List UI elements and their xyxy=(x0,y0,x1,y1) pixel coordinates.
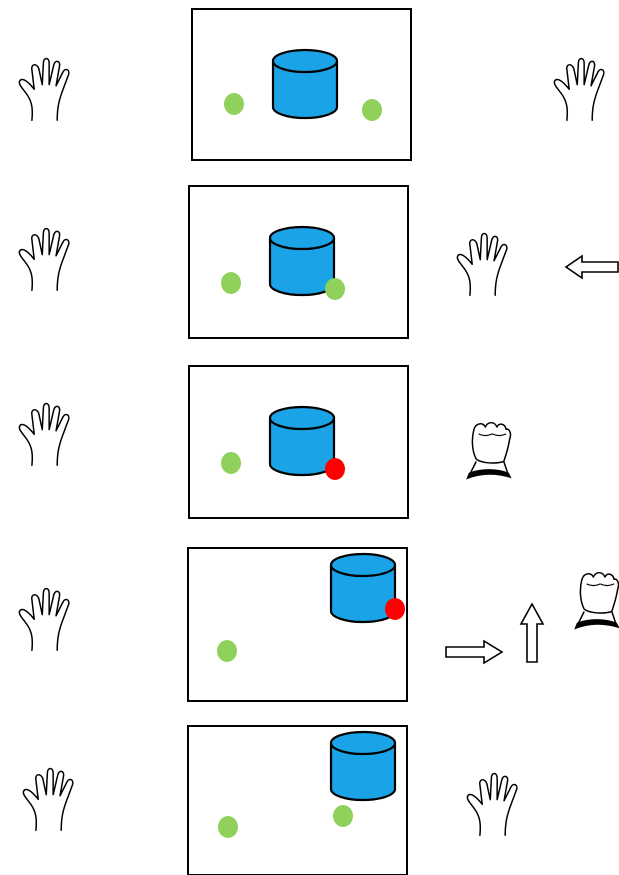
arrow-left-icon xyxy=(564,254,619,280)
left-hand-step-3 xyxy=(18,402,70,467)
panel-step-4 xyxy=(187,547,408,702)
right-hand-step-3 xyxy=(466,421,512,480)
marker-left xyxy=(218,816,238,838)
right-hand-step-1 xyxy=(553,57,605,122)
open-hand-icon xyxy=(456,232,508,297)
closed-fist-icon xyxy=(466,421,512,480)
marker-left xyxy=(224,93,244,115)
open-hand-icon xyxy=(18,227,70,292)
cylinder-top xyxy=(271,48,339,74)
marker-left xyxy=(217,640,237,662)
closed-fist-icon xyxy=(574,571,619,630)
arrow-right-icon xyxy=(445,639,504,665)
right-hand-step-4 xyxy=(574,571,619,630)
panel-step-5 xyxy=(187,725,408,875)
panel-step-1 xyxy=(191,8,412,161)
marker-contact xyxy=(325,458,345,480)
panel-step-2 xyxy=(188,185,409,339)
panel-step-3 xyxy=(188,365,409,519)
open-hand-icon xyxy=(18,587,70,652)
left-hand-step-5 xyxy=(22,767,74,832)
cylinder-body xyxy=(271,61,339,120)
left-hand-step-1 xyxy=(18,57,70,122)
cylinder-top xyxy=(329,552,397,578)
right-hand-step-5 xyxy=(466,772,518,837)
open-hand-icon xyxy=(18,57,70,122)
cylinder-top xyxy=(268,225,336,251)
open-hand-icon xyxy=(18,402,70,467)
left-hand-step-4 xyxy=(18,587,70,652)
cylinder-top xyxy=(268,405,336,431)
open-hand-icon xyxy=(466,772,518,837)
marker-right xyxy=(362,99,382,121)
marker-contact xyxy=(385,598,405,620)
open-hand-icon xyxy=(553,57,605,122)
right-hand-step-2 xyxy=(456,232,508,297)
cylinder-body xyxy=(329,743,397,802)
left-hand-step-2 xyxy=(18,227,70,292)
marker-contact xyxy=(325,278,345,300)
marker-left xyxy=(221,452,241,474)
open-hand-icon xyxy=(22,767,74,832)
arrow-up-icon xyxy=(519,602,545,663)
marker-left xyxy=(221,272,241,294)
marker-right xyxy=(333,805,353,827)
cylinder-top xyxy=(329,730,397,756)
